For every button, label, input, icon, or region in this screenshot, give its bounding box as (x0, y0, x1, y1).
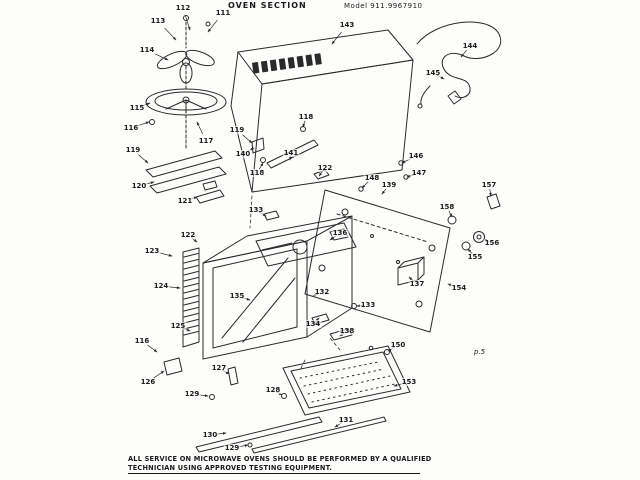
leader-121 (189, 196, 198, 200)
leader-122 (191, 237, 198, 243)
leader-139 (381, 188, 387, 195)
page-title: OVEN SECTION (228, 1, 307, 10)
screw-116 (149, 119, 155, 125)
screw-129 (209, 394, 215, 400)
leader-120 (144, 181, 155, 185)
leader-157 (489, 188, 492, 197)
footer-rule (128, 473, 420, 474)
page-reference: p.5 (474, 348, 486, 356)
mount-brackets (145, 150, 227, 204)
leader-116 (147, 344, 158, 353)
thermostat-knobs (447, 193, 501, 251)
leader-135 (241, 297, 251, 301)
lower-hardware (311, 303, 390, 355)
trim-rails (195, 416, 387, 454)
leader-154 (447, 283, 456, 287)
leader-117 (196, 121, 203, 135)
leader-129 (237, 444, 249, 448)
leader-143 (331, 31, 342, 45)
leader-144 (460, 49, 467, 58)
leader-113 (164, 27, 177, 41)
leader-123 (159, 252, 173, 257)
base-plate (282, 345, 411, 416)
leader-131 (334, 422, 343, 428)
leader-134 (314, 317, 320, 323)
side-grille (182, 247, 200, 348)
leader-118 (258, 162, 264, 170)
power-cord (416, 21, 502, 109)
cabinet-cover (230, 29, 414, 193)
leader-130 (215, 432, 227, 435)
screw-128 (281, 393, 287, 399)
leader-132 (312, 293, 319, 297)
leader-118 (302, 120, 306, 128)
model-number: Model 911.9967910 (344, 2, 423, 10)
leader-119 (242, 134, 253, 144)
leader-145 (436, 74, 445, 80)
leader-119 (138, 154, 149, 164)
service-warning: ALL SERVICE ON MICROWAVE OVENS SHOULD BE… (128, 455, 458, 472)
leader-124 (167, 286, 181, 290)
leader-158 (448, 210, 453, 218)
top-chassis (255, 222, 357, 267)
leader-137 (408, 276, 415, 282)
leader-111 (207, 19, 218, 33)
leader-133 (356, 304, 365, 308)
screw-148 (358, 186, 364, 192)
capacitor-box (397, 256, 425, 286)
back-panel (304, 189, 451, 333)
leader-126 (153, 370, 165, 379)
alignment-dashes (249, 195, 341, 371)
vent-slots (252, 53, 322, 74)
stirrer-fan-assembly (145, 15, 227, 151)
service-warning-line2: TECHNICIAN USING APPROVED TESTING EQUIPM… (128, 463, 333, 472)
leader-129 (197, 394, 209, 397)
leader-128 (276, 391, 283, 396)
leader-112 (185, 16, 191, 31)
screw-129-low (247, 442, 253, 448)
leader-156 (483, 238, 490, 242)
leader-114 (154, 53, 169, 61)
bracket-157 (486, 193, 501, 210)
service-warning-line1: ALL SERVICE ON MICROWAVE OVENS SHOULD BE… (128, 455, 432, 463)
leader-lines (137, 16, 492, 448)
screw-118 (260, 157, 266, 163)
leader-141 (289, 155, 292, 161)
leader-155 (467, 248, 473, 255)
waveguide-hardware (251, 126, 409, 221)
leader-148 (361, 181, 369, 189)
leader-138 (339, 332, 345, 337)
leader-116 (137, 121, 150, 127)
